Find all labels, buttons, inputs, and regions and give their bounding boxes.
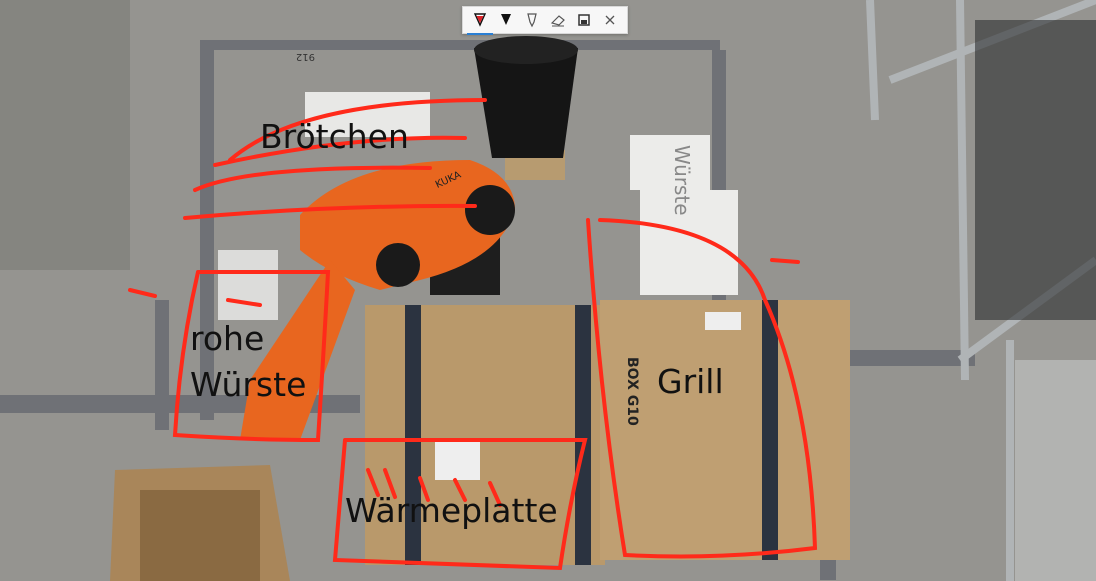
paper-sign: [640, 190, 738, 295]
highlighter-icon: [527, 13, 537, 28]
eraser-icon: [550, 15, 565, 27]
paper-sign: [218, 250, 278, 320]
prime-tape: [762, 300, 778, 560]
label-wuerste: Würste: [190, 365, 306, 404]
save-button[interactable]: [573, 9, 595, 31]
small-box-inside: [140, 490, 260, 581]
close-button[interactable]: [599, 9, 621, 31]
label-grill: Grill: [657, 362, 724, 401]
save-icon: [578, 14, 590, 26]
bucket: [474, 48, 578, 158]
prime-tape: [405, 305, 421, 565]
close-icon: [605, 15, 615, 25]
red-pen-icon: [473, 13, 487, 27]
ink-toolbar: [462, 6, 628, 35]
box-grill: [600, 300, 850, 560]
highlighter-button[interactable]: [521, 9, 543, 31]
ink-strokes: [128, 98, 818, 571]
label-rohe: rohe: [190, 319, 264, 358]
cage-mesh: [1015, 360, 1096, 581]
black-pen-icon: [501, 14, 511, 25]
eraser-button[interactable]: [547, 9, 569, 31]
paper-sign: [630, 135, 710, 190]
bucket-rim: [474, 36, 578, 64]
prime-tape: [575, 305, 591, 565]
cage-interior: [975, 20, 1096, 320]
label-broetchen: Brötchen: [260, 117, 409, 156]
black-pen-button[interactable]: [495, 9, 517, 31]
sign-text: Würste: [670, 145, 694, 216]
red-pen-button[interactable]: [467, 9, 493, 35]
floor-number: 912: [296, 51, 315, 62]
barcode-label: [705, 312, 741, 330]
box-label: BOX G10: [624, 357, 640, 426]
shipping-label: [435, 440, 480, 480]
label-waermeplatte: Wärmeplatte: [345, 491, 558, 530]
floor-patch: [0, 0, 130, 270]
